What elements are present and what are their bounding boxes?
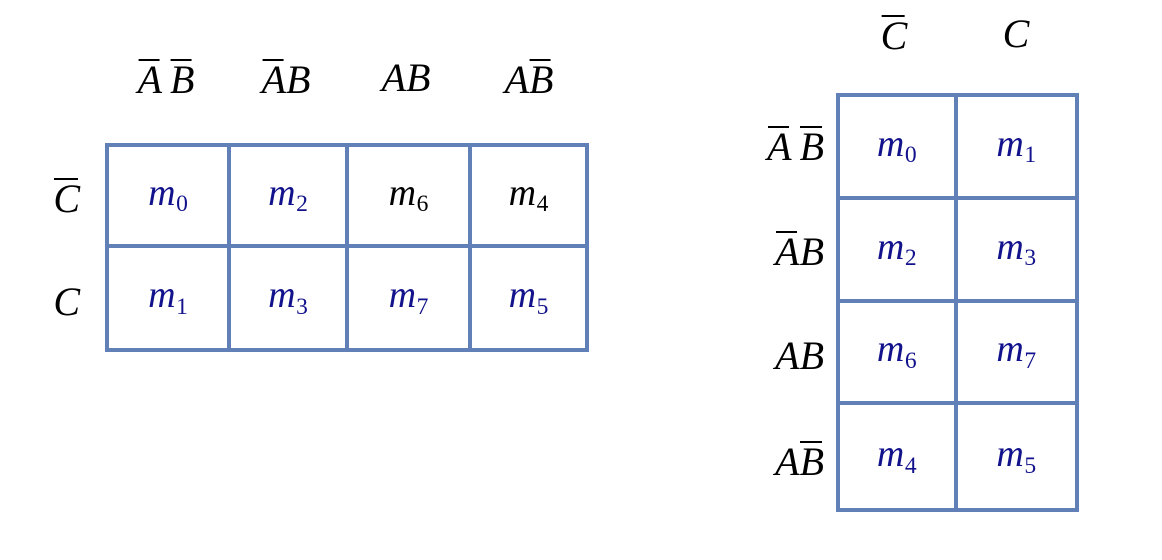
map-cell: m4 <box>840 405 958 508</box>
right-row-header-3: AB <box>775 439 824 484</box>
map-cell: m4 <box>472 147 585 248</box>
map-cell: m5 <box>472 248 585 349</box>
minterm-label: m0 <box>148 171 188 218</box>
right-column-header-0: C <box>880 13 908 58</box>
minterm-label: m2 <box>876 225 917 272</box>
map-cell: m2 <box>231 147 349 248</box>
left-column-header-3: AB <box>504 57 554 102</box>
minterm-label: m6 <box>876 328 917 374</box>
right-row-header-1: AB <box>775 229 824 274</box>
map-cell: m3 <box>957 200 1075 303</box>
right-map-grid: m0 m1 m2 m3 m6 m7 m4 m5 <box>836 93 1079 512</box>
right-row-header-2: AB <box>775 333 824 378</box>
left-row-header-1: C <box>53 279 80 324</box>
left-row-header-0: C <box>53 176 80 221</box>
map-cell: m3 <box>231 247 349 348</box>
map-cell: m0 <box>840 97 958 200</box>
minterm-label: m6 <box>388 171 429 218</box>
minterm-label: m1 <box>996 122 1037 169</box>
map-cell: m2 <box>840 199 958 303</box>
minterm-label: m5 <box>508 274 549 320</box>
minterm-label: m7 <box>388 274 429 320</box>
map-cell: m1 <box>109 247 231 348</box>
minterm-label: m1 <box>148 274 188 320</box>
right-column-header-1: C <box>1002 11 1030 56</box>
left-map-grid: m0 m2 m6 m4 m1 m3 m7 m5 <box>105 143 589 352</box>
map-cell: m7 <box>349 247 472 348</box>
left-column-header-2: AB <box>381 55 431 100</box>
map-cell: m7 <box>957 303 1075 406</box>
minterm-label: m5 <box>996 433 1037 479</box>
minterm-label: m4 <box>508 171 549 218</box>
minterm-label: m3 <box>996 225 1037 272</box>
map-cell: m1 <box>957 97 1075 200</box>
minterm-label: m4 <box>876 433 917 479</box>
minterm-label: m2 <box>268 171 308 218</box>
minterm-label: m0 <box>876 122 917 169</box>
minterm-label: m3 <box>268 274 308 320</box>
left-column-header-1: AB <box>261 57 311 102</box>
map-cell: m6 <box>840 302 958 406</box>
map-cell: m6 <box>349 147 472 248</box>
map-cell: m0 <box>109 147 231 248</box>
minterm-label: m7 <box>996 328 1037 374</box>
map-cell: m5 <box>958 405 1076 508</box>
